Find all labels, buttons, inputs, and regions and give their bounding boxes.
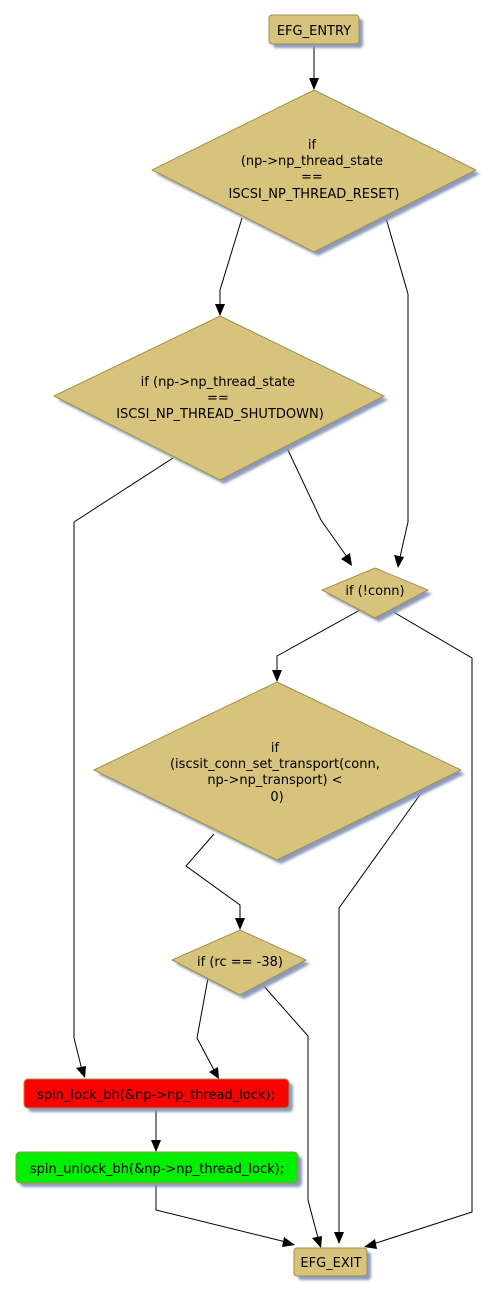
- node-label-line: ISCSI_NP_THREAD_SHUTDOWN): [116, 407, 324, 422]
- node-label-line: if (rc == -38): [197, 955, 283, 970]
- arrowhead: [215, 304, 225, 316]
- arrowhead: [394, 555, 404, 568]
- arrowhead: [341, 553, 352, 566]
- node-label-line: 0): [270, 790, 283, 805]
- node-label: if (np->np_thread_state == ISCSI_NP_THRE…: [116, 375, 324, 422]
- edge-rc-to-lock: [196, 977, 215, 1071]
- node-label: spin_unlock_bh(&np->np_thread_lock);: [30, 1162, 284, 1177]
- arrowhead: [309, 78, 319, 90]
- edges: [73, 45, 473, 1249]
- node-box: [15, 1151, 299, 1184]
- nodes: EFG_ENTRY if (np->np_thread_state == ISC…: [15, 14, 480, 1280]
- node-cond-conn[interactable]: if (!conn): [320, 567, 432, 622]
- edge-rc-to-exit: [261, 983, 319, 1239]
- arrowhead: [76, 1066, 86, 1078]
- arrowhead: [312, 1236, 322, 1248]
- node-label: if (!conn): [345, 584, 404, 599]
- arrowhead: [272, 670, 282, 682]
- arrowhead: [209, 1067, 219, 1079]
- node-cond-shutdown[interactable]: if (np->np_thread_state == ISCSI_NP_THRE…: [52, 315, 388, 484]
- node-box: [23, 1078, 290, 1109]
- node-diamond: [150, 89, 478, 253]
- node-label-line: if: [308, 138, 317, 153]
- arrowhead: [364, 1239, 377, 1249]
- edge-shutdown-to-lock: [73, 457, 174, 1071]
- node-box: [268, 14, 360, 45]
- arrowhead: [334, 1232, 344, 1244]
- node-label-line: np->np_transport) <: [207, 773, 342, 788]
- arrowhead: [235, 918, 245, 930]
- edge-shutdown-to-conn: [286, 447, 348, 558]
- node-label: if (iscsit_conn_set_transport(conn, np->…: [170, 741, 384, 805]
- node-cond-reset[interactable]: if (np->np_thread_state == ISCSI_NP_THRE…: [150, 89, 480, 256]
- node-label: if (rc == -38): [197, 955, 283, 970]
- node-entry[interactable]: EFG_ENTRY: [268, 14, 363, 48]
- edge-unlock-to-exit: [155, 1184, 287, 1243]
- node-label: spin_lock_bh(&np->np_thread_lock);: [37, 1088, 275, 1103]
- node-label-line: (iscsit_conn_set_transport(conn,: [170, 757, 380, 772]
- node-diamond: [92, 681, 463, 861]
- edge-reset-to-conn: [385, 217, 409, 558]
- node-label: EFG_EXIT: [300, 1256, 361, 1271]
- node-label-line: spin_unlock_bh(&np->np_thread_lock);: [30, 1162, 284, 1177]
- node-diamond: [52, 315, 386, 481]
- edge-reset-to-shutdown: [219, 217, 243, 308]
- edge-transport-to-rc: [185, 833, 241, 922]
- node-label: if (np->np_thread_state == ISCSI_NP_THRE…: [229, 138, 400, 202]
- node-diamond: [170, 929, 308, 996]
- node-label-line: (np->np_thread_state: [241, 154, 383, 169]
- node-label-line: if (np->np_thread_state: [141, 375, 296, 390]
- node-exit[interactable]: EFG_EXIT: [293, 1247, 371, 1280]
- edge-conn-to-transport: [276, 609, 361, 674]
- node-diamond: [320, 567, 430, 619]
- node-lock[interactable]: spin_lock_bh(&np->np_thread_lock);: [23, 1078, 293, 1112]
- node-label-line: if: [271, 741, 280, 756]
- node-box: [293, 1247, 368, 1277]
- arrowhead: [282, 1237, 295, 1247]
- node-label-line: spin_lock_bh(&np->np_thread_lock);: [37, 1088, 275, 1103]
- node-label-line: ==: [301, 170, 323, 185]
- node-unlock[interactable]: spin_unlock_bh(&np->np_thread_lock);: [15, 1151, 302, 1187]
- node-label-line: ISCSI_NP_THREAD_RESET): [229, 187, 400, 202]
- arrowhead: [151, 1140, 161, 1152]
- node-label: EFG_ENTRY: [277, 24, 351, 39]
- node-cond-rc[interactable]: if (rc == -38): [170, 929, 310, 999]
- edge-conn-to-exit: [372, 609, 473, 1245]
- node-cond-transport[interactable]: if (iscsit_conn_set_transport(conn, np->…: [92, 681, 465, 864]
- edge-transport-to-exit: [338, 791, 423, 1236]
- node-label-line: EFG_ENTRY: [277, 24, 351, 39]
- node-label-line: if (!conn): [345, 584, 404, 599]
- node-label-line: EFG_EXIT: [300, 1256, 361, 1271]
- node-label-line: ==: [207, 391, 229, 406]
